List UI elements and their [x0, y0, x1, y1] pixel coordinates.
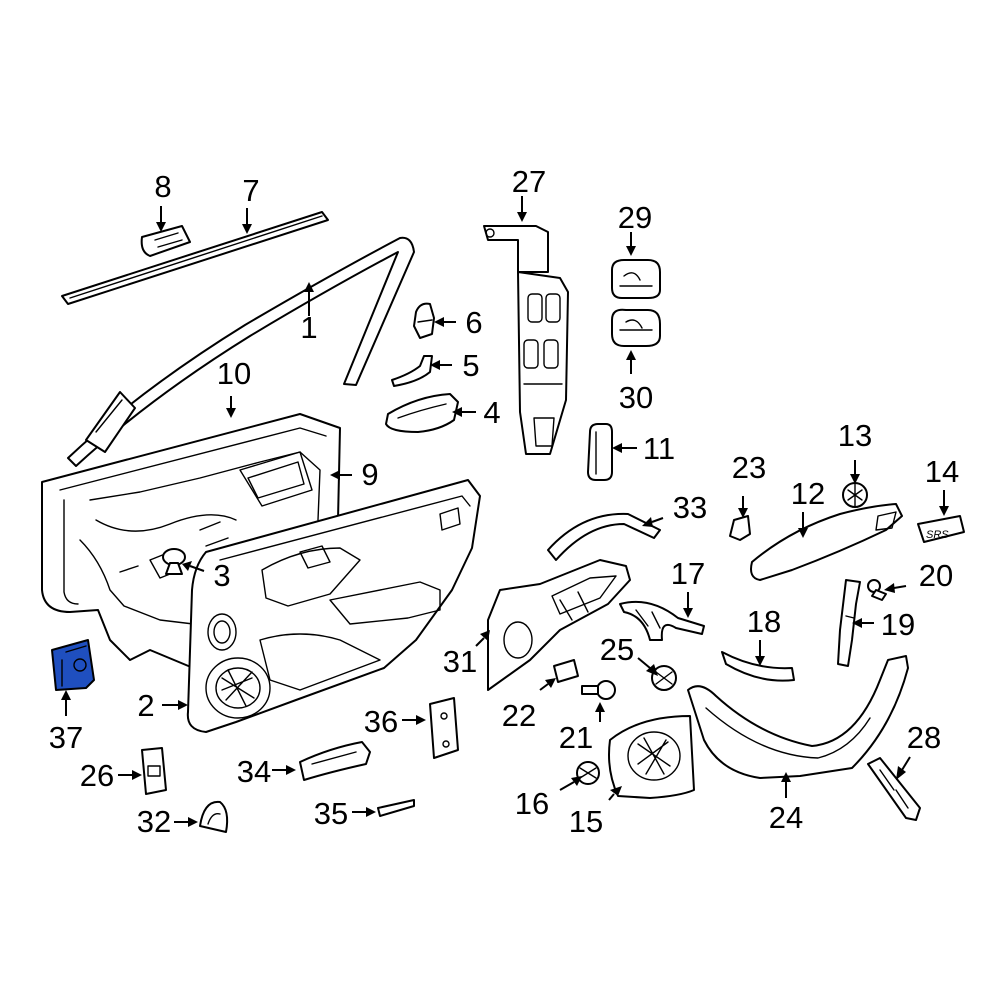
callout-18: 18 [747, 604, 781, 639]
part-14-srs-badge[interactable]: SRS [917, 515, 965, 543]
callout-28: 28 [907, 720, 941, 755]
callout-24: 24 [769, 800, 803, 835]
callout-37: 37 [49, 720, 83, 755]
part-4-inner-handle[interactable] [385, 393, 459, 433]
part-30-switch-housing[interactable] [611, 308, 661, 347]
callout-16: 16 [515, 786, 549, 821]
callout-15: 15 [569, 804, 603, 839]
part-20-screw[interactable] [867, 579, 887, 601]
part-28-strip[interactable] [867, 757, 921, 821]
callout-14: 14 [925, 454, 959, 489]
callout-26: 26 [80, 758, 114, 793]
callout-31: 31 [443, 644, 477, 679]
part-22-clip[interactable] [553, 659, 579, 683]
callout-11: 11 [643, 431, 675, 466]
callout-4: 4 [483, 395, 500, 430]
part-27-window-switch[interactable] [483, 225, 569, 455]
callout-6: 6 [465, 305, 482, 340]
part-25-grille[interactable] [651, 665, 677, 691]
part-32-grommet[interactable] [199, 800, 229, 833]
callout-2: 2 [137, 688, 154, 723]
part-14-label: SRS [926, 529, 949, 541]
callout-19: 19 [881, 607, 915, 642]
part-19-bracket[interactable] [837, 579, 861, 667]
part-12-upper-trim[interactable] [750, 503, 903, 581]
leader-lines [61, 196, 949, 827]
part-8-clip[interactable] [140, 225, 191, 257]
callout-9: 9 [361, 457, 378, 492]
part-3-push-pin[interactable] [162, 548, 186, 575]
part-11-trim-piece[interactable] [587, 423, 613, 481]
part-16-grille[interactable] [576, 761, 600, 785]
part-15-speaker-cover[interactable] [608, 715, 695, 799]
callout-5: 5 [462, 348, 479, 383]
callout-22: 22 [502, 698, 536, 733]
part-23-clip[interactable] [729, 515, 751, 541]
callout-30: 30 [619, 380, 653, 415]
part-26-switch-plate[interactable] [141, 747, 167, 795]
callout-13: 13 [838, 418, 872, 453]
callout-36: 36 [364, 704, 398, 739]
callout-3: 3 [213, 558, 230, 593]
callout-32: 32 [137, 804, 171, 839]
callout-34: 34 [237, 754, 271, 789]
callout-8: 8 [154, 169, 171, 204]
callout-27: 27 [512, 164, 546, 199]
part-21-screw[interactable] [581, 680, 616, 700]
part-35-rod[interactable] [377, 799, 415, 817]
callout-1: 1 [300, 310, 317, 345]
callout-23: 23 [732, 450, 766, 485]
part-1-window-channel[interactable] [67, 236, 415, 467]
callout-29: 29 [618, 200, 652, 235]
callout-35: 35 [314, 796, 348, 831]
callout-20: 20 [919, 558, 953, 593]
callout-17: 17 [671, 556, 705, 591]
callout-10: 10 [217, 356, 251, 391]
part-17-bracket[interactable] [619, 600, 705, 641]
callout-12: 12 [791, 476, 825, 511]
part-13-grille[interactable] [842, 482, 868, 508]
part-37-fill [51, 639, 95, 691]
part-7-belt-molding[interactable] [61, 211, 329, 305]
part-36-mounting-plate[interactable] [429, 697, 459, 759]
part-29-switch-housing[interactable] [611, 259, 661, 299]
part-33-trim-strip[interactable] [547, 512, 661, 561]
part-5-lock-rod[interactable] [391, 355, 433, 387]
callout-7: 7 [242, 173, 259, 208]
callout-25: 25 [600, 632, 634, 667]
callout-33: 33 [673, 490, 707, 525]
callout-labels: 1 2 3 4 5 6 7 8 9 10 11 12 13 14 15 16 1… [49, 164, 959, 839]
part-31-armrest-bracket[interactable] [487, 559, 631, 691]
part-37-bracket[interactable] [51, 639, 95, 691]
part-24-lower-trim[interactable] [687, 655, 909, 779]
part-6-lock-knob[interactable] [413, 302, 435, 339]
part-18-handle[interactable] [721, 651, 795, 682]
part-34-outside-handle[interactable] [299, 741, 371, 781]
callout-21: 21 [559, 720, 593, 755]
